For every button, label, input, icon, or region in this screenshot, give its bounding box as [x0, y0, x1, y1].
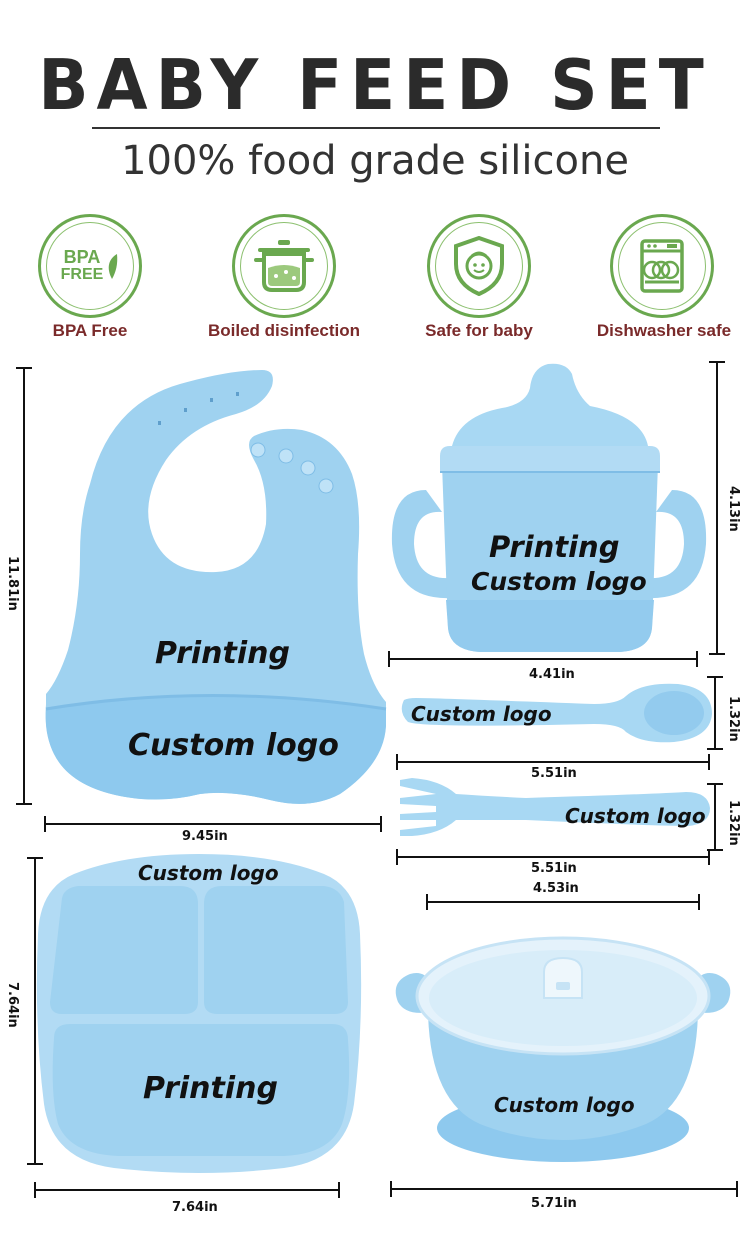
- page-title: BABY FEED SET: [38, 45, 712, 126]
- plate-height-label: 7.64in: [5, 982, 20, 1028]
- badge-label-boiled: Boiled disinfection: [207, 321, 361, 340]
- fork-height-tick-bottom: [707, 849, 723, 851]
- cup-print-custom-logo: Custom logo: [471, 567, 647, 596]
- plate-print-printing: Printing: [143, 1071, 278, 1106]
- spoon-height-line: [714, 677, 716, 749]
- fork-width-label: 5.51in: [531, 861, 577, 876]
- badge-label-bpa: BPA Free: [52, 321, 128, 340]
- plate-width-label: 7.64in: [172, 1200, 218, 1215]
- bib-image: [45, 370, 387, 804]
- bowl-top-width-label: 4.53in: [533, 881, 579, 896]
- plate-width-tick-right: [338, 1182, 340, 1198]
- bib-width-line: [44, 823, 382, 825]
- bowl-width-tick-left: [390, 1181, 392, 1197]
- spoon-width-line: [396, 761, 710, 763]
- bib-height-tick-top: [16, 367, 32, 369]
- fork-height-tick-top: [707, 783, 723, 785]
- divided-plate-image: [36, 854, 362, 1173]
- bowl-width-label: 5.71in: [531, 1196, 577, 1211]
- page-subtitle: 100% food grade silicone: [121, 138, 629, 184]
- bowl-top-width-tick-right: [698, 894, 700, 910]
- suction-bowl-image: [395, 936, 731, 1162]
- bowl-width-line: [390, 1188, 738, 1190]
- bib-width-tick-left: [44, 816, 46, 832]
- free-text: FREE: [60, 266, 104, 283]
- title-divider: [92, 127, 660, 129]
- bowl-top-width-line: [426, 901, 700, 903]
- badge-label-safe: Safe for baby: [425, 321, 533, 340]
- safe-for-baby-badge: [427, 214, 531, 318]
- cup-width-tick-left: [388, 651, 390, 667]
- bib-print-printing: Printing: [155, 636, 290, 671]
- fork-height-label: 1.32in: [726, 800, 741, 846]
- plate-width-tick-left: [34, 1182, 36, 1198]
- plate-width-line: [34, 1189, 340, 1191]
- spoon-height-label: 1.32in: [726, 696, 741, 742]
- dishwasher-icon: [640, 239, 684, 293]
- fork-width-tick-left: [396, 849, 398, 865]
- sippy-cup-image: [391, 363, 707, 652]
- spoon-height-tick-bottom: [707, 748, 723, 750]
- plate-print-custom-logo: Custom logo: [138, 861, 279, 885]
- fork-print-custom-logo: Custom logo: [565, 804, 706, 828]
- boiled-disinfection-badge: [232, 214, 336, 318]
- cup-height-tick-bottom: [709, 653, 725, 655]
- bib-width-tick-right: [380, 816, 382, 832]
- spoon-image: [401, 683, 712, 743]
- cup-print-printing: Printing: [489, 530, 620, 564]
- bowl-top-width-tick-left: [426, 894, 428, 910]
- bib-width-label: 9.45in: [182, 829, 228, 844]
- spoon-width-tick-left: [396, 754, 398, 770]
- bpa-free-icon: BPA FREE: [46, 222, 134, 310]
- badge-label-dishwasher: Dishwasher safe: [596, 321, 732, 340]
- spoon-height-tick-top: [707, 676, 723, 678]
- bpa-free-badge: BPA FREE: [38, 214, 142, 318]
- baby-shield-icon: [454, 236, 504, 296]
- bpa-text: BPA: [63, 247, 101, 267]
- cup-height-tick-top: [709, 361, 725, 363]
- bib-height-tick-bottom: [16, 803, 32, 805]
- plate-height-tick-bottom: [27, 1163, 43, 1165]
- spoon-print-custom-logo: Custom logo: [411, 702, 552, 726]
- bowl-print-custom-logo: Custom logo: [494, 1093, 635, 1117]
- bowl-width-tick-right: [736, 1181, 738, 1197]
- bib-height-label: 11.81in: [5, 556, 20, 611]
- cup-width-line: [388, 658, 698, 660]
- fork-height-line: [714, 784, 716, 850]
- spoon-width-label: 5.51in: [531, 766, 577, 781]
- cup-width-tick-right: [696, 651, 698, 667]
- fork-width-line: [396, 856, 710, 858]
- leaf-icon: [109, 254, 118, 279]
- bib-height-line: [23, 368, 25, 804]
- plate-height-tick-top: [27, 857, 43, 859]
- cup-height-label: 4.13in: [726, 486, 741, 532]
- plate-height-line: [34, 858, 36, 1164]
- dishwasher-safe-badge: [610, 214, 714, 318]
- pot-icon: [254, 240, 314, 292]
- fork-width-tick-right: [708, 849, 710, 865]
- cup-height-line: [716, 362, 718, 654]
- fork-image: [400, 778, 710, 836]
- cup-width-label: 4.41in: [529, 667, 575, 682]
- bib-print-custom-logo: Custom logo: [128, 728, 339, 763]
- spoon-width-tick-right: [708, 754, 710, 770]
